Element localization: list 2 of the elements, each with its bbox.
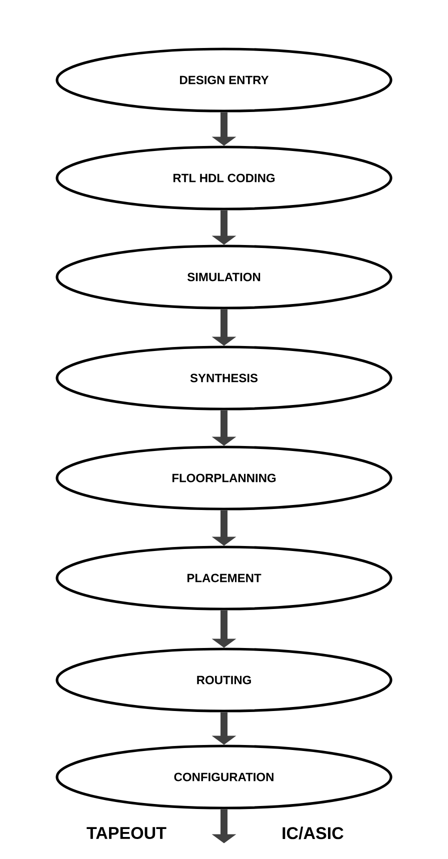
bottom-label: TAPEOUT bbox=[86, 826, 166, 840]
bottom-label: IC/ASIC bbox=[282, 826, 344, 840]
